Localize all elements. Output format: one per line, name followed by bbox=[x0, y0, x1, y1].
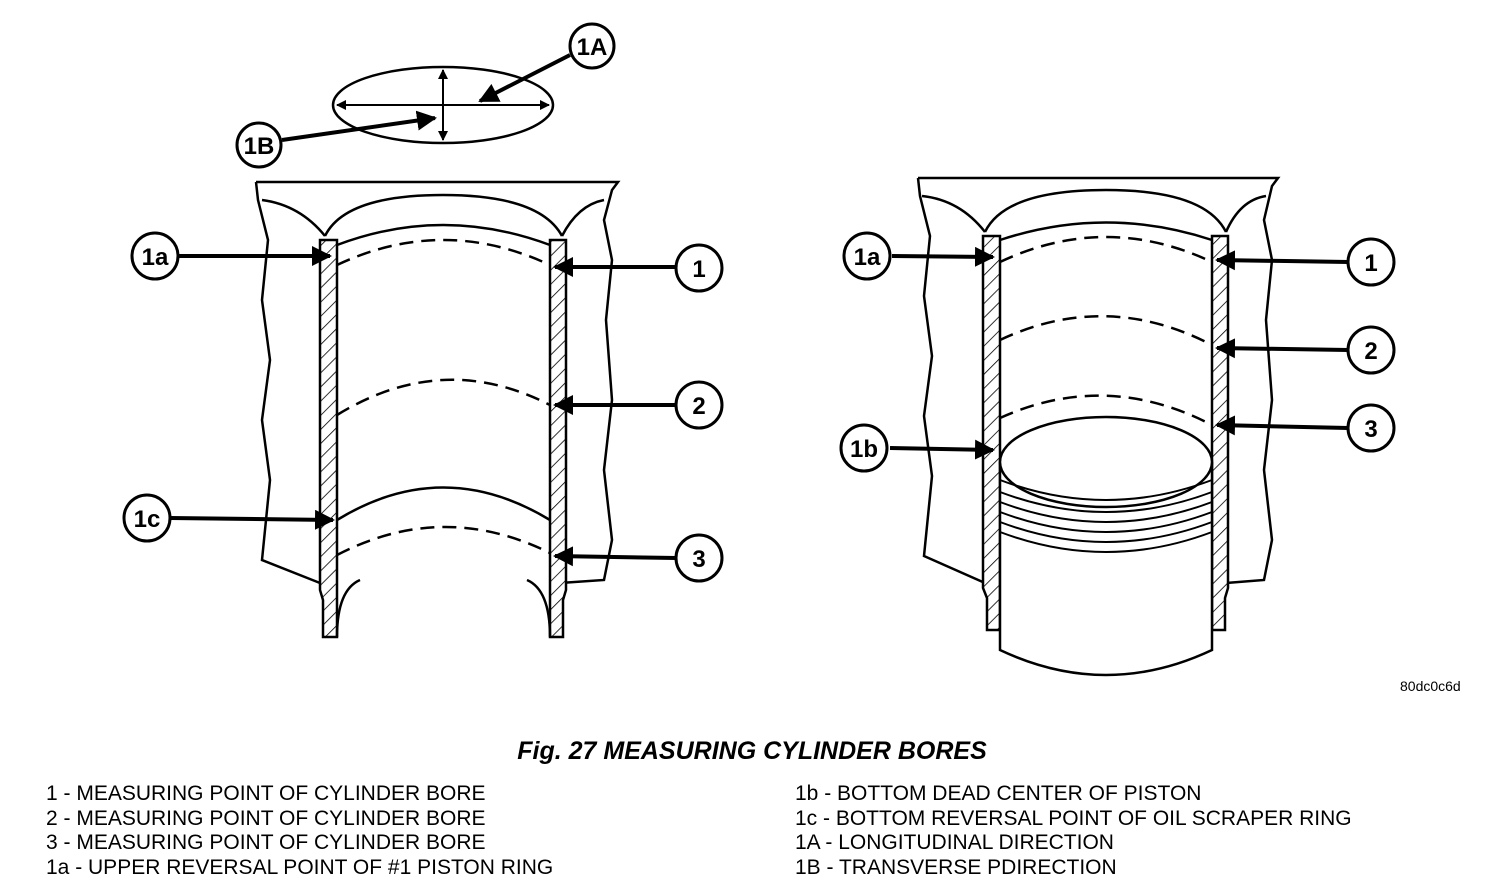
right-callout-2: 2 bbox=[1346, 325, 1396, 375]
legend-item: 1a - UPPER REVERSAL POINT OF #1 PISTON R… bbox=[46, 855, 554, 879]
callout-1B: 1B bbox=[235, 121, 283, 169]
leader-1B bbox=[281, 110, 437, 142]
legend-item: 1A - LONGITUDINAL DIRECTION bbox=[795, 831, 1114, 854]
direction-ellipse-group bbox=[281, 53, 571, 145]
left-leader-3 bbox=[553, 546, 677, 567]
figure-code: 80dc0c6d bbox=[1400, 678, 1461, 694]
left-bore-wall-left bbox=[318, 238, 339, 639]
left-ring-3 bbox=[336, 525, 551, 557]
left-callout-3-label: 3 bbox=[692, 546, 705, 573]
right-cylinder-bore bbox=[889, 176, 1349, 677]
legend-item: 1 - MEASURING POINT OF CYLINDER BORE bbox=[46, 782, 486, 805]
callout-1A-label: 1A bbox=[577, 34, 608, 61]
right-ring-3 bbox=[999, 394, 1213, 427]
callout-1B-label: 1B bbox=[244, 133, 275, 160]
left-callout-2-label: 2 bbox=[692, 393, 705, 420]
right-callout-1: 1 bbox=[1346, 237, 1396, 287]
right-callout-1b: 1b bbox=[839, 423, 889, 473]
legend-left-column: 1 - MEASURING POINT OF CYLINDER BORE 2 -… bbox=[46, 782, 553, 880]
right-callout-1b-label: 1b bbox=[850, 436, 878, 463]
legend-item: 1c - BOTTOM REVERSAL POINT OF OIL SCRAPE… bbox=[795, 806, 1352, 830]
legend-item: 1b - BOTTOM DEAD CENTER OF PISTON bbox=[795, 782, 1202, 805]
right-callout-2-label: 2 bbox=[1364, 338, 1377, 365]
left-callout-1c: 1c bbox=[122, 493, 172, 543]
left-cylinder-bore bbox=[169, 180, 677, 639]
legend-item: 2 - MEASURING POINT OF CYLINDER BORE bbox=[46, 806, 486, 830]
left-ring-1 bbox=[336, 238, 551, 267]
left-bore-wall-right bbox=[548, 238, 568, 639]
left-ring-2 bbox=[336, 378, 551, 417]
right-callouts: 1a 1b 1 2 3 bbox=[839, 231, 1396, 473]
right-callout-1a: 1a bbox=[842, 231, 892, 281]
right-leader-1a bbox=[891, 246, 995, 267]
right-callout-1-label: 1 bbox=[1364, 250, 1377, 277]
left-callout-3: 3 bbox=[674, 533, 724, 583]
left-callout-1: 1 bbox=[674, 243, 724, 293]
right-ring-1 bbox=[999, 235, 1213, 264]
left-callouts: 1a 1c 1 2 3 bbox=[122, 231, 724, 583]
right-bore-wall-right bbox=[1210, 234, 1230, 632]
legend-right-column: 1b - BOTTOM DEAD CENTER OF PISTON 1c - B… bbox=[795, 782, 1352, 880]
legend-item: 1B - TRANSVERSE PDIRECTION bbox=[795, 855, 1117, 879]
piston bbox=[998, 415, 1214, 677]
left-callout-1-label: 1 bbox=[692, 256, 705, 283]
right-leader-1 bbox=[1215, 250, 1349, 271]
bore-cross-section-ellipse bbox=[331, 65, 555, 145]
legend-item: 3 - MEASURING POINT OF CYLINDER BORE bbox=[46, 831, 486, 854]
left-callout-2: 2 bbox=[674, 380, 724, 430]
left-leader-1c bbox=[169, 509, 335, 530]
right-bore-wall-left bbox=[981, 234, 1002, 632]
right-callout-3: 3 bbox=[1346, 403, 1396, 453]
left-callout-1a-label: 1a bbox=[142, 244, 169, 271]
left-callout-1a: 1a bbox=[130, 231, 180, 281]
callout-1A: 1A bbox=[568, 22, 616, 70]
right-callout-3-label: 3 bbox=[1364, 416, 1377, 443]
right-leader-2 bbox=[1215, 338, 1349, 359]
left-callout-1c-label: 1c bbox=[134, 506, 161, 533]
figure-caption: Fig. 27 MEASURING CYLINDER BORES bbox=[517, 737, 987, 765]
right-ring-2 bbox=[999, 315, 1213, 347]
cylinder-bore-diagram: 1A 1B bbox=[122, 22, 1396, 677]
right-leader-1b bbox=[889, 439, 995, 460]
leader-1A bbox=[478, 53, 571, 103]
right-leader-3 bbox=[1215, 415, 1349, 436]
right-callout-1a-label: 1a bbox=[854, 244, 881, 271]
